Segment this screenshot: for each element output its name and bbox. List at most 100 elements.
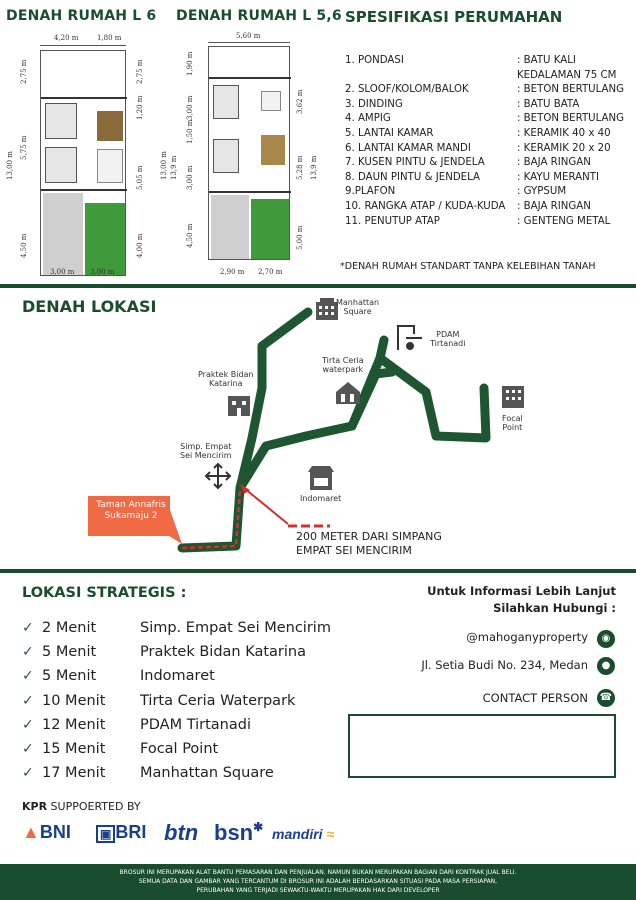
spec-table: 1. PONDASI: BATU KALI KEDALAMAN 75 CM 2.… bbox=[345, 54, 631, 229]
spec-row: 1. PONDASI: BATU KALI KEDALAMAN 75 CM bbox=[345, 55, 617, 81]
building-icon bbox=[502, 386, 524, 408]
bank-logo-bni: ▲BNI bbox=[22, 822, 71, 842]
instagram-handle[interactable]: @mahoganyproperty bbox=[466, 630, 588, 644]
check-circle-icon: ✓ bbox=[22, 644, 34, 661]
bank-logo-bsn: bsn✱ bbox=[214, 820, 264, 845]
contact-person-box bbox=[348, 714, 616, 778]
dim-left-2: 3,00 m bbox=[186, 95, 194, 120]
dim-right-4: 5,00 m bbox=[296, 225, 304, 250]
check-circle-icon: ✓ bbox=[22, 620, 34, 636]
map-label-bidan: Praktek Bidan Katarina bbox=[198, 370, 254, 388]
spec-row: 5. LANTAI KAMAR: KERAMIK 40 x 40 bbox=[345, 127, 611, 139]
dim-right-3: 5,05 m bbox=[136, 165, 144, 190]
spec-row: 9.PLAFON: GYPSUM bbox=[345, 186, 567, 198]
bank-logo-btn: btn bbox=[164, 820, 199, 845]
locations-title: LOKASI STRATEGIS : bbox=[22, 585, 187, 601]
dim-right-1: 3,62 m bbox=[296, 89, 304, 114]
spec-note: *DENAH RUMAH STANDART TANPA KELEBIHAN TA… bbox=[340, 261, 596, 272]
bank-logo-mandiri: mandiri ≈ bbox=[272, 826, 335, 842]
plan-l56: 5,60 m 13,00 m 13,9 m 1,90 m 3,00 m 1,50… bbox=[160, 30, 330, 280]
section-divider bbox=[0, 284, 636, 288]
dim-right-2: 5,28 m bbox=[296, 155, 304, 180]
road-main bbox=[177, 307, 313, 553]
map-distance-note: 200 METER DARI SIMPANG EMPAT SEI MENCIRI… bbox=[296, 530, 442, 557]
map-label-simpang: Simp. Empat Sei Mencirim bbox=[180, 442, 232, 460]
spec-row: 8. DAUN PINTU & JENDELA: KAYU MERANTI bbox=[345, 171, 599, 183]
kpr-label: KPR SUPPOERTED BY bbox=[22, 800, 141, 813]
dim-bottom-1: 3,00 m bbox=[50, 268, 75, 276]
section-divider bbox=[0, 569, 636, 573]
contact-heading-2: Silahkan Hubungi : bbox=[493, 601, 616, 615]
plan-l56-outline bbox=[208, 46, 291, 260]
road-branch-2 bbox=[375, 353, 491, 443]
bank-logo-bri: ▣BRI bbox=[96, 822, 146, 843]
road-branch-3 bbox=[347, 367, 397, 431]
location-pin-icon: ● bbox=[597, 657, 615, 675]
plan-l6: 4,20 m 1,80 m 13,00 m 2,75 m 5,75 m 4,50… bbox=[0, 30, 170, 280]
map-label-pdam: PDAM Tirtanadi bbox=[430, 330, 466, 348]
dim-top-1: 4,20 m bbox=[54, 34, 79, 42]
map-title: DENAH LOKASI bbox=[22, 297, 157, 316]
check-circle-icon: ✓ bbox=[22, 692, 34, 709]
dim-right-3: 13,9 m bbox=[310, 155, 318, 180]
crossroads-icon bbox=[204, 462, 232, 490]
map-label-taman: Taman Annafris Sukamaju 2 bbox=[96, 500, 166, 521]
whatsapp-icon: ☎ bbox=[597, 689, 615, 707]
spec-title: SPESIFIKASI PERUMAHAN bbox=[345, 8, 563, 26]
contact-person-label: CONTACT PERSON bbox=[482, 691, 588, 705]
dim-left-total-1: 13,00 m bbox=[160, 151, 168, 180]
dim-left-total: 13,00 m bbox=[6, 151, 14, 180]
building-icon bbox=[316, 298, 338, 320]
spec-row: 6. LANTAI KAMAR MANDI: KERAMIK 20 x 20 bbox=[345, 142, 611, 154]
check-circle-icon: ✓ bbox=[22, 765, 34, 782]
footer-disclaimer: BROSUR INI MERUPAKAN ALAT BANTU PEMASARA… bbox=[0, 864, 636, 900]
map-label-manhattan: Manhattan Square bbox=[336, 298, 380, 316]
dim-left-3: 1,50 m bbox=[186, 119, 194, 144]
dim-right-4: 4,00 m bbox=[136, 233, 144, 258]
dim-bottom-1: 2,90 m bbox=[220, 268, 245, 276]
pointer-arrow bbox=[243, 487, 289, 525]
location-marker-shape bbox=[88, 496, 170, 536]
address: Jl. Setia Budi No. 234, Medan bbox=[421, 658, 588, 672]
dim-left-1: 2,75 m bbox=[20, 59, 28, 84]
spec-row: 2. SLOOF/KOLOM/BALOK: BETON BERTULANG bbox=[345, 84, 625, 96]
dim-right-1: 2,75 m bbox=[136, 59, 144, 84]
spec-row: 11. PENUTUP ATAP: GENTENG METAL bbox=[345, 215, 611, 227]
plan-l56-title: DENAH RUMAH L 5,6 bbox=[176, 8, 342, 24]
dim-left-2: 5,75 m bbox=[20, 135, 28, 160]
check-circle-icon: ✓ bbox=[22, 668, 34, 685]
route-line bbox=[181, 489, 242, 550]
spec-row: 4. AMPIG: BETON BERTULANG bbox=[345, 113, 625, 125]
building-icon bbox=[228, 396, 250, 416]
location-map bbox=[88, 298, 524, 553]
dim-left-4: 3,00 m bbox=[186, 165, 194, 190]
spec-row: 7. KUSEN PINTU & JENDELA: BAJA RINGAN bbox=[345, 157, 591, 169]
dim-left-5: 4,50 m bbox=[186, 223, 194, 248]
dim-bottom-2: 3,00 m bbox=[90, 268, 115, 276]
dim-top-2: 1,80 m bbox=[97, 34, 122, 42]
water-tap-icon bbox=[397, 325, 422, 350]
store-icon bbox=[308, 466, 334, 490]
check-circle-icon: ✓ bbox=[22, 716, 34, 733]
spec-row: 10. RANGKA ATAP / KUDA-KUDA: BAJA RINGAN bbox=[345, 200, 591, 212]
building-icon bbox=[336, 382, 360, 404]
map-label-focal: Focal Point bbox=[502, 414, 523, 432]
dim-left-total-2: 13,9 m bbox=[170, 155, 178, 180]
dim-left-1: 1,90 m bbox=[186, 51, 194, 76]
plan-l6-outline bbox=[40, 50, 127, 276]
dim-right-2: 1,20 m bbox=[136, 95, 144, 120]
map-label-indomaret: Indomaret bbox=[300, 494, 342, 503]
dim-left-3: 4,50 m bbox=[20, 233, 28, 258]
plan-l6-title: DENAH RUMAH L 6 bbox=[6, 8, 157, 24]
dim-bottom-2: 2,70 m bbox=[258, 268, 283, 276]
contact-heading-1: Untuk Informasi Lebih Lanjut bbox=[427, 584, 616, 598]
dim-top-1: 5,60 m bbox=[236, 32, 261, 40]
instagram-icon: ◉ bbox=[597, 630, 615, 648]
spec-row: 3. DINDING: BATU BATA bbox=[345, 98, 580, 110]
